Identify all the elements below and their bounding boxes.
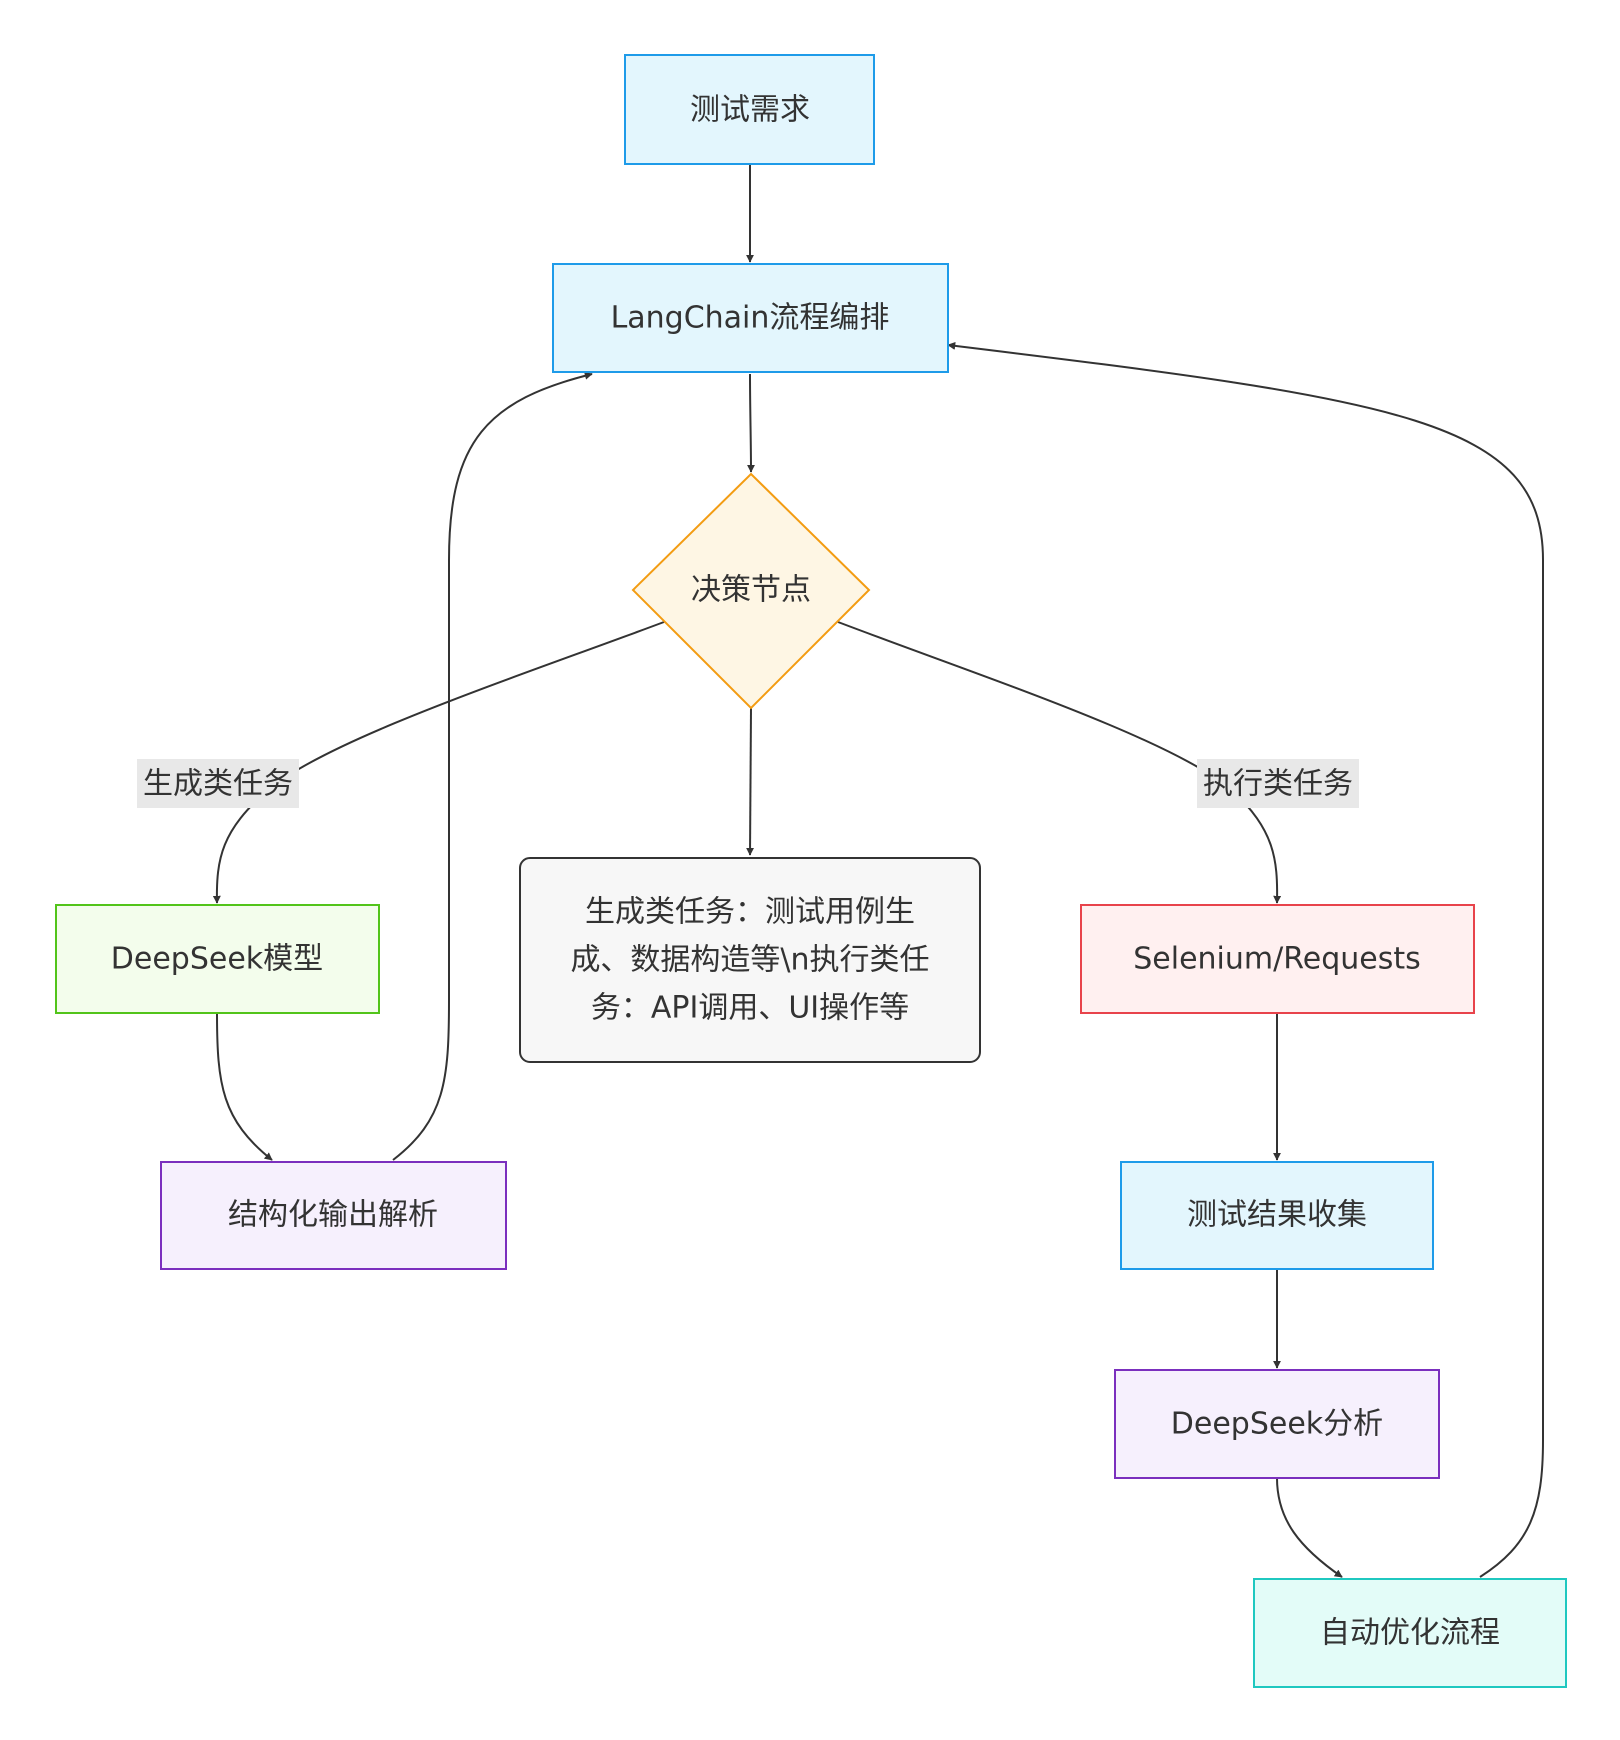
node-structured-output[interactable]: 结构化输出解析: [160, 1161, 507, 1270]
node-selenium-label: Selenium/Requests: [1133, 942, 1420, 977]
edge-decision-to-note: [746, 707, 755, 856]
node-auto-optimize-label: 自动优化流程: [1320, 1616, 1500, 1651]
node-note[interactable]: 生成类任务：测试用例生 成、数据构造等\n执行类任 务：API调用、UI操作等: [519, 857, 981, 1063]
node-selenium-requests[interactable]: Selenium/Requests: [1080, 904, 1475, 1014]
node-langchain-orchestration[interactable]: LangChain流程编排: [552, 263, 949, 373]
node-test-requirement-label: 测试需求: [690, 93, 810, 128]
node-note-line-2: 成、数据构造等\n执行类任: [570, 943, 929, 978]
node-note-line-1: 生成类任务：测试用例生: [585, 895, 915, 930]
edges: [212, 165, 1544, 1578]
edge-label-execution-task-text: 执行类任务: [1203, 767, 1353, 802]
edge-deepseek-model-to-structured-output: [216, 1012, 273, 1161]
edge-auto-optimize-to-langchain: [947, 341, 1544, 1578]
node-deepseek-analysis-label: DeepSeek分析: [1171, 1407, 1383, 1442]
node-test-requirement[interactable]: 测试需求: [624, 54, 875, 165]
node-langchain-label: LangChain流程编排: [611, 301, 890, 336]
edge-label-generation-task-text: 生成类任务: [143, 767, 293, 802]
node-deepseek-model[interactable]: DeepSeek模型: [55, 904, 380, 1014]
node-result-collection-label: 测试结果收集: [1187, 1198, 1367, 1233]
edge-structured-output-to-langchain: [392, 371, 593, 1161]
node-deepseek-analysis[interactable]: DeepSeek分析: [1114, 1369, 1440, 1479]
node-structured-output-label: 结构化输出解析: [228, 1198, 438, 1233]
node-deepseek-model-label: DeepSeek模型: [111, 942, 323, 977]
edge-langchain-to-decision: [746, 373, 755, 473]
edge-deepseek-analysis-to-auto-optimize: [1276, 1477, 1343, 1578]
node-decision[interactable]: 决策节点: [631, 472, 871, 710]
node-decision-label: 决策节点: [691, 573, 811, 608]
edge-decision-to-deepseek-model: [212, 621, 665, 904]
edge-label-generation-task: 生成类任务: [137, 759, 299, 808]
node-result-collection[interactable]: 测试结果收集: [1120, 1161, 1434, 1270]
node-note-line-3: 务：API调用、UI操作等: [591, 991, 909, 1026]
edge-label-execution-task: 执行类任务: [1197, 759, 1359, 808]
edge-decision-to-selenium: [837, 621, 1282, 904]
node-auto-optimize[interactable]: 自动优化流程: [1253, 1578, 1567, 1688]
